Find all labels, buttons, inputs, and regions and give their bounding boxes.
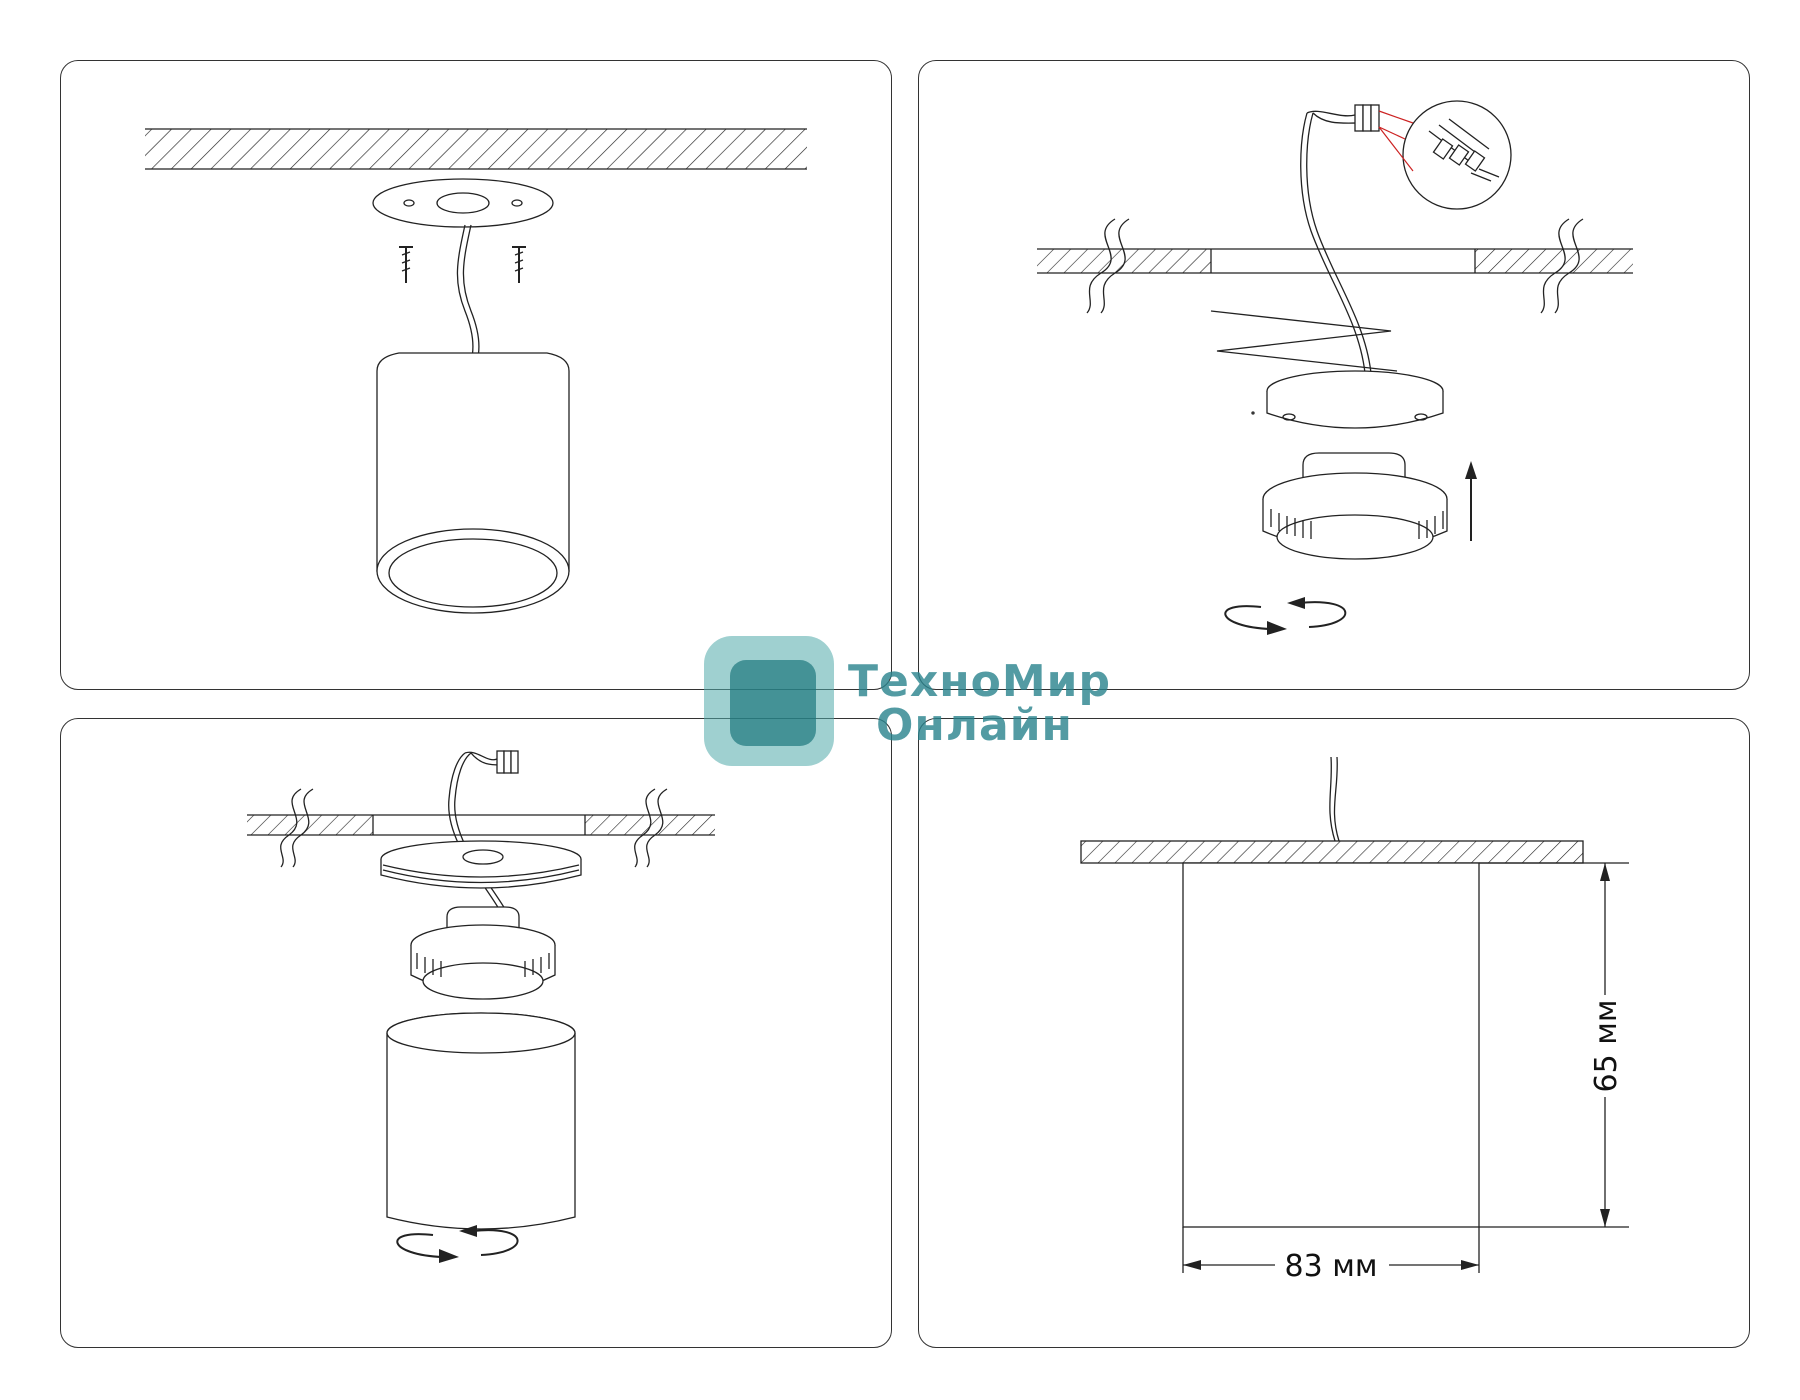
width-label: 83 мм bbox=[1285, 1249, 1378, 1284]
ceiling bbox=[145, 128, 807, 170]
terminal-block bbox=[1354, 104, 1414, 132]
arrow-up-icon bbox=[1465, 461, 1477, 541]
screw-right bbox=[512, 246, 526, 283]
canopy-ring bbox=[380, 840, 582, 889]
step-3-drawing bbox=[247, 750, 715, 1263]
ceiling-with-opening bbox=[247, 788, 715, 868]
mounting-plate bbox=[372, 178, 554, 228]
screw-left bbox=[399, 246, 413, 283]
lamp-cylinder bbox=[376, 352, 570, 614]
lamp-holder bbox=[1262, 452, 1448, 560]
width-dimension: 83 мм bbox=[1182, 1227, 1480, 1284]
wiring-detail-zoom bbox=[1378, 100, 1512, 210]
panel-dimensions: 65 мм 83 мм bbox=[918, 718, 1750, 1348]
panel-step-1 bbox=[60, 60, 892, 690]
panel-step-2 bbox=[918, 60, 1750, 690]
canopy-disk bbox=[1251, 370, 1444, 429]
step-1-drawing bbox=[145, 128, 807, 614]
ceiling-with-opening bbox=[1037, 218, 1633, 314]
height-label: 65 мм bbox=[1589, 1000, 1624, 1093]
dimensions-drawing: 65 мм 83 мм bbox=[1080, 756, 1629, 1284]
lamp-holder bbox=[410, 906, 556, 1000]
step-2-drawing bbox=[1037, 100, 1633, 635]
wire-zigzag bbox=[1210, 310, 1398, 372]
panel-step-3 bbox=[60, 718, 892, 1348]
cable bbox=[456, 224, 474, 362]
height-dimension: 65 мм bbox=[1479, 862, 1629, 1228]
terminal-block bbox=[496, 750, 519, 774]
lamp-body-front bbox=[1182, 862, 1480, 1228]
lamp-cylinder bbox=[386, 1012, 576, 1230]
rotate-icon bbox=[396, 1225, 519, 1263]
ceiling bbox=[1080, 840, 1584, 864]
rotate-icon bbox=[1224, 597, 1347, 635]
cable bbox=[1300, 112, 1366, 374]
cable bbox=[1329, 756, 1336, 842]
